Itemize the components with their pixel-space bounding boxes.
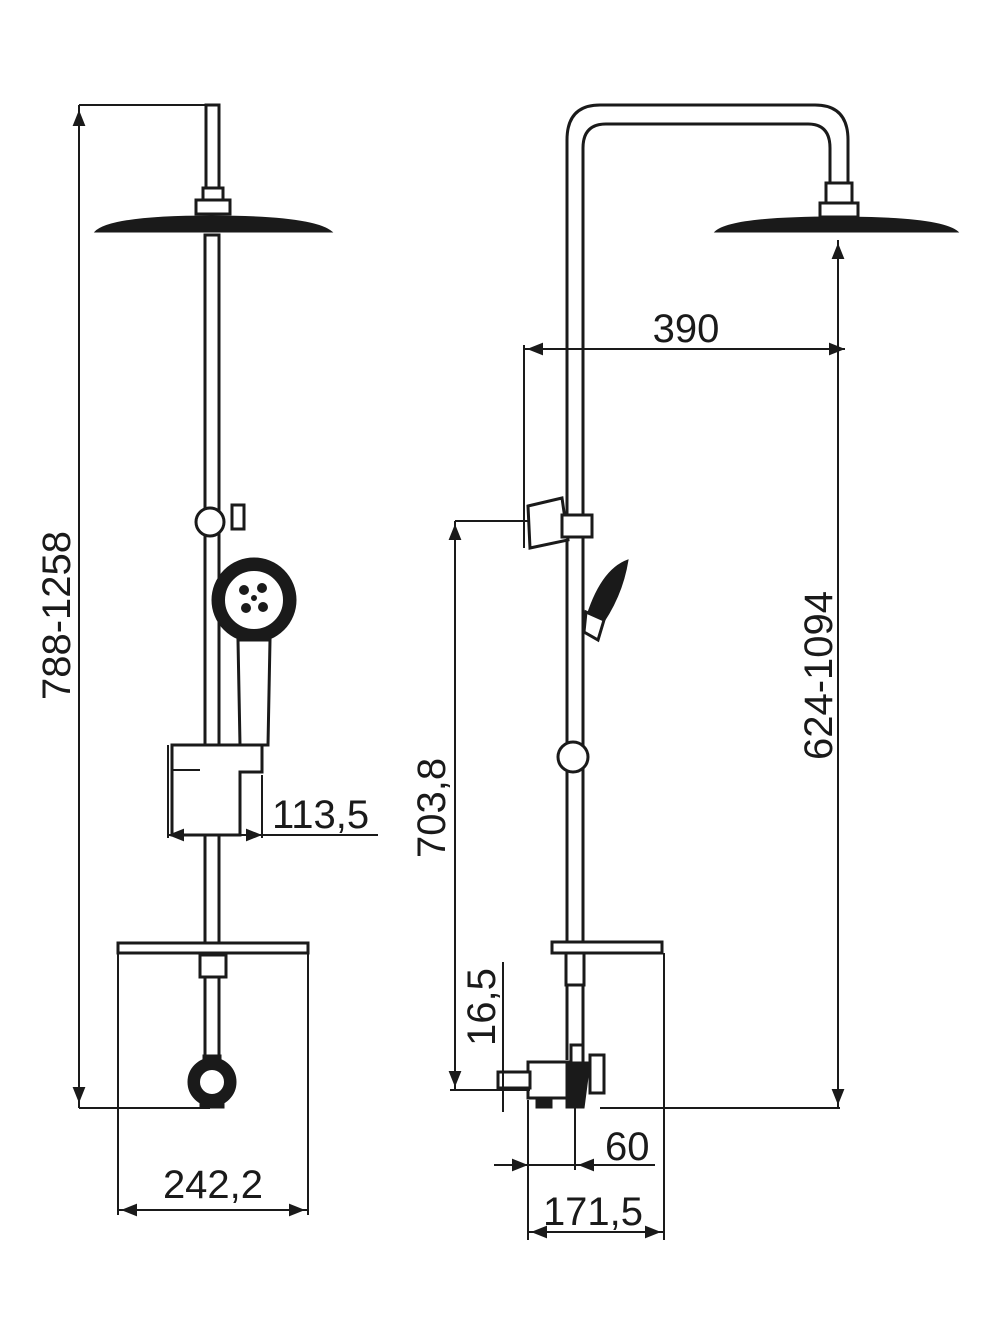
side-valve-handle	[588, 1053, 606, 1095]
side-valve-cartridge	[565, 1061, 591, 1109]
side-gooseneck-inner	[581, 122, 832, 1060]
dim-valve-offset-label: 16,5	[460, 968, 504, 1046]
dim-head-height-label: 624-1094	[797, 591, 841, 760]
dim-outlet-depth-label: 60	[605, 1125, 650, 1169]
dim-total-height-label: 788-1258	[35, 531, 79, 700]
dim-arm-length-label: 390	[653, 307, 720, 351]
front-shower-head	[93, 215, 334, 233]
front-tray	[116, 941, 310, 955]
dim-slider-height-label: 703,8	[410, 758, 454, 858]
dim-side-width-label: 171,5	[543, 1190, 643, 1234]
side-hand-shower	[584, 559, 629, 631]
front-view: 788-1258 113,5 242,2	[35, 103, 378, 1217]
side-wall-connector	[496, 1070, 532, 1090]
front-valve-connector	[202, 1054, 222, 1066]
side-head-collar	[818, 201, 860, 219]
front-head-nut	[201, 186, 225, 202]
front-head-collar	[194, 198, 232, 216]
side-lower-joint	[564, 951, 586, 987]
front-hand-shower-nozzles	[239, 583, 268, 613]
dim-front-width-label: 242,2	[163, 1163, 263, 1207]
side-hand-shower-neck	[582, 609, 606, 643]
side-head-nut	[824, 181, 854, 205]
side-lower-clamp	[556, 740, 590, 774]
front-hand-shower-handle	[236, 638, 272, 747]
side-view: 390 624-1094 703,8 16,5 60 171,5	[410, 103, 960, 1240]
dim-holder-width-label: 113,5	[272, 793, 369, 837]
front-upper-arm	[204, 103, 221, 192]
side-valve-outlet	[535, 1097, 553, 1109]
side-holder-clamp	[560, 513, 594, 539]
front-clamp-knob	[230, 503, 246, 531]
front-clamp	[194, 506, 226, 538]
front-lower-joint	[198, 953, 228, 979]
side-shower-head	[713, 216, 960, 233]
front-valve-outlet	[199, 1097, 225, 1109]
side-gooseneck-outer	[565, 103, 850, 1060]
front-shower-holder	[170, 743, 264, 837]
side-tray	[550, 940, 664, 955]
side-holder-bracket	[526, 496, 570, 550]
side-valve-body	[526, 1060, 570, 1100]
side-valve-top	[569, 1043, 585, 1065]
